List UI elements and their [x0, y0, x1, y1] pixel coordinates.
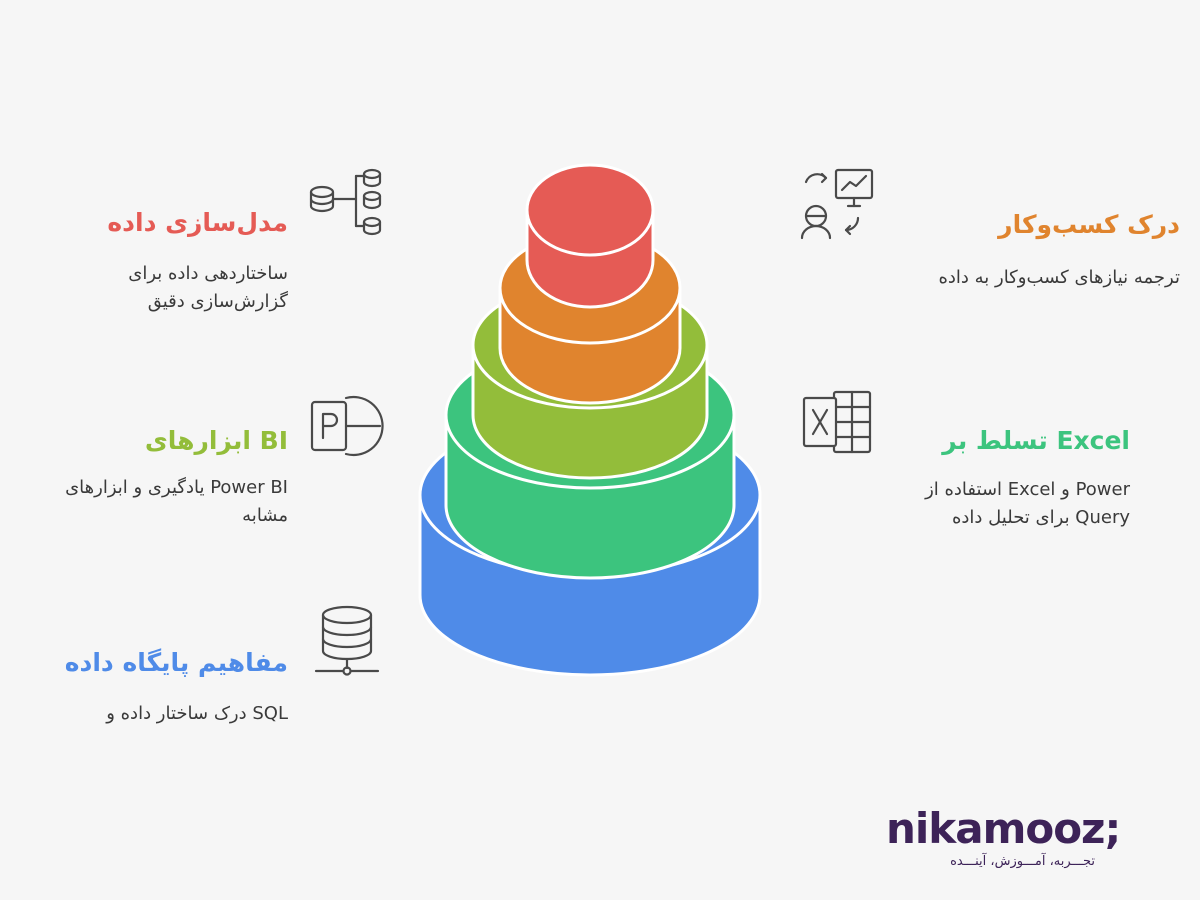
item-title: مدل‌سازی داده	[107, 208, 288, 237]
item-description: Power BI یادگیری و ابزارهای مشابه	[65, 477, 288, 526]
data-model-icon	[308, 166, 384, 240]
item-business-understanding: درک کسب‌وکار ترجمه نیازهای کسب‌وکار به د…	[880, 208, 1180, 292]
item-title: درک کسب‌وکار	[998, 210, 1180, 239]
item-excel-mastery: Excel تسلط بر Power و Excel استفاده از Q…	[880, 424, 1130, 532]
item-title: مفاهیم پایگاه داده	[64, 648, 288, 677]
business-analysis-icon	[800, 166, 876, 242]
presentation-pie-icon	[308, 394, 384, 458]
stacked-cylinder-tower	[418, 163, 762, 677]
excel-icon	[800, 388, 874, 456]
item-title: BI ابزارهای	[144, 426, 288, 455]
item-bi-tools: BI ابزارهای Power BI یادگیری و ابزارهای …	[60, 424, 288, 530]
tier-top	[525, 163, 655, 309]
logo-wordmark: nikamooz;	[886, 804, 1121, 853]
database-network-icon	[312, 604, 382, 678]
item-description: Power و Excel استفاده از Query برای تحلی…	[925, 479, 1130, 528]
item-database-concepts: مفاهیم پایگاه داده SQL درک ساختار داده و	[40, 646, 288, 728]
item-title: Excel تسلط بر	[942, 426, 1130, 455]
nikamooz-logo: nikamooz; تجـــربه، آمـــوزش، آینـــده	[880, 804, 1121, 876]
item-description: ساختاردهی داده برای گزارش‌سازی دقیق	[128, 263, 288, 312]
item-description: ترجمه نیازهای کسب‌وکار به داده	[938, 267, 1180, 288]
item-description: SQL درک ساختار داده و	[106, 703, 288, 724]
logo-tagline: تجـــربه، آمـــوزش، آینـــده	[950, 854, 1095, 869]
item-data-modeling: مدل‌سازی داده ساختاردهی داده برای گزارش‌…	[60, 206, 288, 316]
